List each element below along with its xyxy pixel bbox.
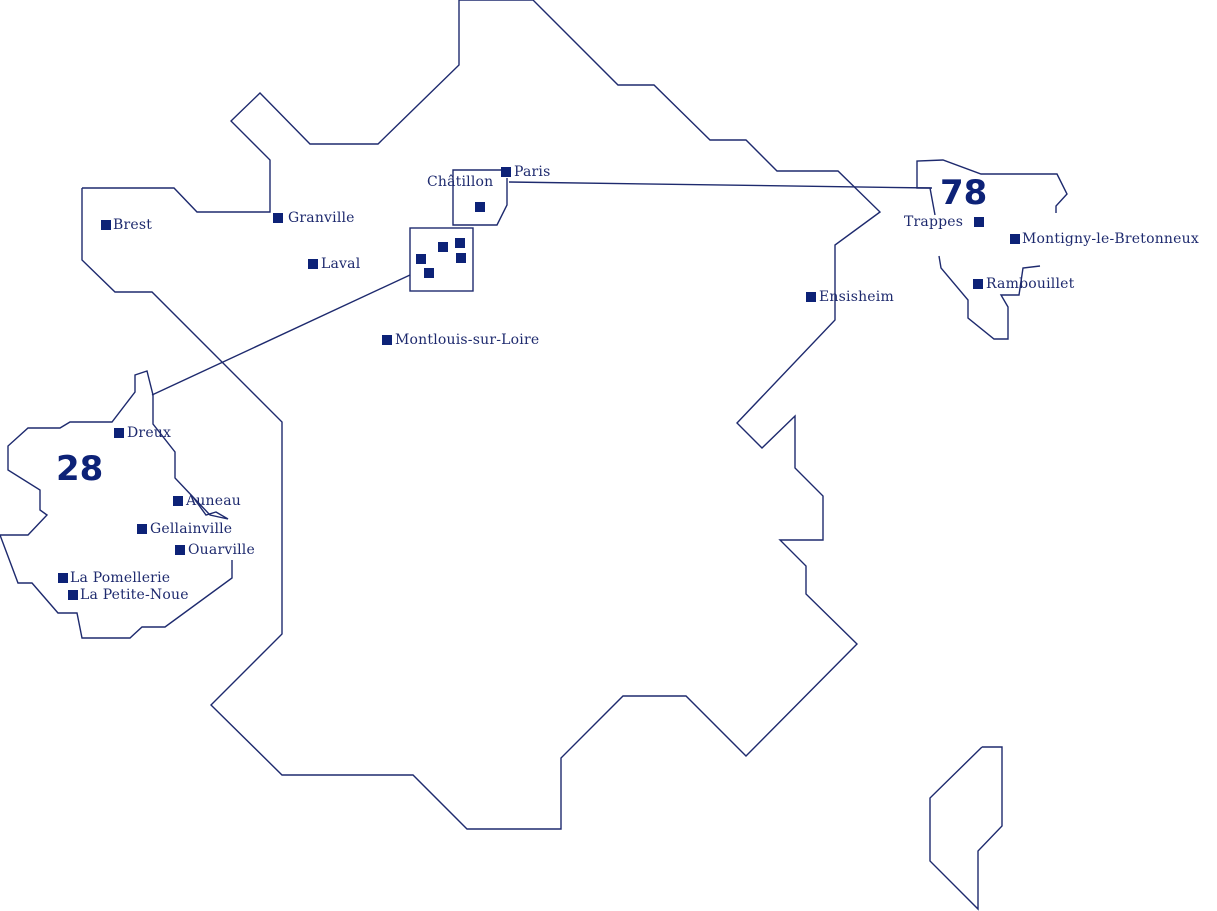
marker-idf-3 [416,254,426,264]
marker-brest [101,220,111,230]
marker-trappes [974,217,984,227]
marker-granville [273,213,283,223]
marker-gellainville [137,524,147,534]
marker-montlouis [382,335,392,345]
marker-auneau [173,496,183,506]
marker-la-pomellerie [58,573,68,583]
marker-idf-2 [455,238,465,248]
label-laval: Laval [321,256,361,272]
dept-28-outline [0,370,233,639]
label-paris: Paris [514,164,551,180]
label-montigny: Montigny-le-Bretonneux [1022,231,1199,247]
dept-28-number: 28 [56,449,104,489]
marker-paris [501,167,511,177]
label-montlouis: Montlouis-sur-Loire [395,332,540,348]
marker-la-petite-noue [68,590,78,600]
marker-laval [308,259,318,269]
marker-idf-4 [456,253,466,263]
marker-rambouillet [973,279,983,289]
france-outline [81,0,882,830]
marker-ouarville [175,545,185,555]
label-dreux: Dreux [127,425,172,441]
connector-line-28 [151,274,411,396]
idf-box-outline [409,227,474,292]
dept-78-outline [916,159,1068,216]
marker-idf-5 [424,268,434,278]
dept-78-number: 78 [940,173,988,213]
label-rambouillet: Rambouillet [986,276,1075,292]
label-brest: Brest [113,217,153,233]
site-markers [58,167,1020,600]
connector-line-78 [508,181,933,189]
label-trappes: Trappes [904,214,964,230]
marker-idf-1 [438,242,448,252]
label-auneau: Auneau [186,493,241,509]
label-gellainville: Gellainville [150,521,233,537]
label-ensisheim: Ensisheim [819,289,894,305]
label-chatillon: Châtillon [427,174,494,190]
dept-78-outline-south [938,255,1041,340]
label-granville: Granville [288,210,355,226]
label-ouarville: Ouarville [188,542,255,558]
corsica-outline [929,746,1003,911]
marker-ensisheim [806,292,816,302]
marker-dreux [114,428,124,438]
marker-chatillon [475,202,485,212]
marker-montigny [1010,234,1020,244]
label-la-pomellerie: La Pomellerie [70,570,171,586]
label-la-petite-noue: La Petite-Noue [80,587,189,603]
paris-box-outline [452,169,508,226]
